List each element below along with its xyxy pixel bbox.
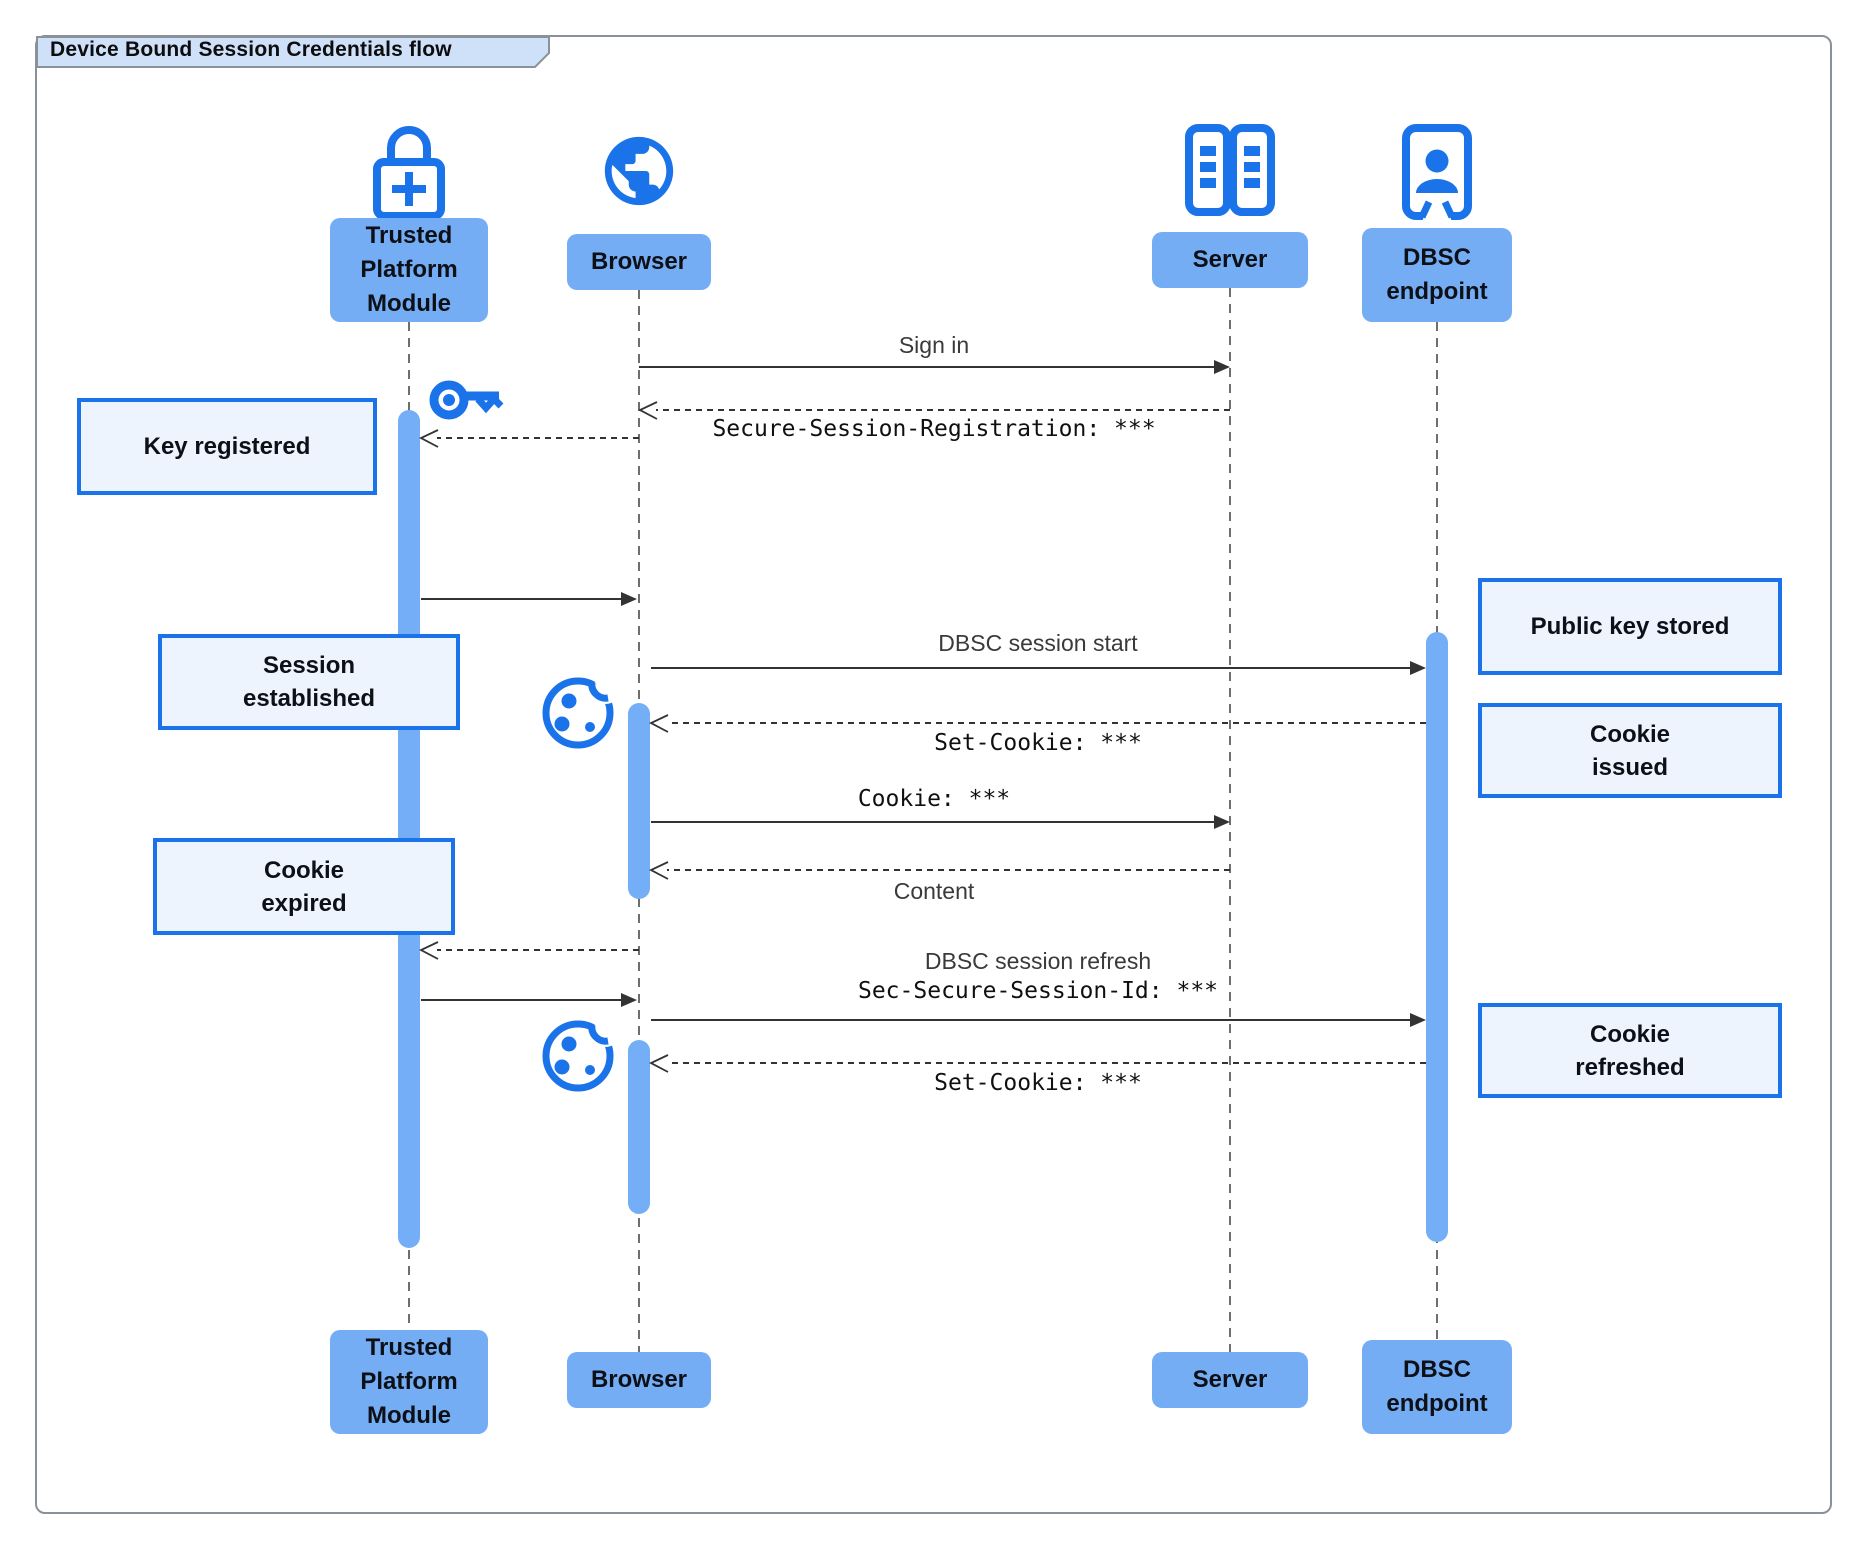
message-label-cookie: Cookie: *** (857, 786, 1011, 812)
note-session-established: Session established (158, 634, 460, 730)
lock-plus-icon (373, 126, 445, 220)
activation-bar-browser-2 (628, 1040, 650, 1214)
message-label-sec-secure-session-id: Sec-Secure-Session-Id: *** (857, 978, 1219, 1004)
note-cookie-issued: Cookie issued (1478, 703, 1782, 798)
note-cookie-refreshed: Cookie refreshed (1478, 1003, 1782, 1098)
note-cookie-expired: Cookie expired (153, 838, 455, 935)
message-label-secure-session-registration: Secure-Session-Registration: *** (712, 416, 1156, 442)
actor-top-tpm: Trusted Platform Module (330, 218, 488, 322)
activation-bar-browser-1 (628, 703, 650, 899)
actor-top-browser: Browser (567, 234, 711, 290)
filled-arrowheads (621, 360, 1426, 1027)
message-label-dbsc-session-refresh: DBSC session refresh (924, 948, 1152, 974)
title-tab-shape (36, 36, 550, 68)
diagram-title: Device Bound Session Credentials flow (50, 38, 452, 61)
message-label-dbsc-session-start: DBSC session start (938, 630, 1138, 656)
message-label-set-cookie-2: Set-Cookie: *** (934, 1070, 1142, 1096)
message-label-content: Content (893, 878, 975, 904)
message-label-set-cookie-1: Set-Cookie: *** (934, 730, 1142, 756)
diagram-frame (35, 35, 1832, 1514)
actor-top-dbsc: DBSC endpoint (1362, 228, 1512, 322)
key-icon (429, 380, 504, 420)
activation-bar-dbsc (1426, 632, 1448, 1242)
note-key-registered: Key registered (77, 398, 377, 495)
globe-icon (604, 136, 674, 206)
server-racks-icon (1185, 124, 1275, 216)
endpoint-person-icon (1402, 124, 1472, 222)
cookie-icon-1 (542, 676, 620, 749)
actor-bottom-server: Server (1152, 1352, 1308, 1408)
actor-bottom-tpm: Trusted Platform Module (330, 1330, 488, 1434)
message-label-sign-in: Sign in (898, 332, 970, 358)
actor-bottom-browser: Browser (567, 1352, 711, 1408)
actor-top-server: Server (1152, 232, 1308, 288)
actor-bottom-dbsc: DBSC endpoint (1362, 1340, 1512, 1434)
note-public-key-stored: Public key stored (1478, 578, 1782, 675)
open-arrowheads (418, 401, 669, 1073)
cookie-icon-2 (542, 1019, 620, 1092)
activation-bar-tpm (398, 410, 420, 1248)
